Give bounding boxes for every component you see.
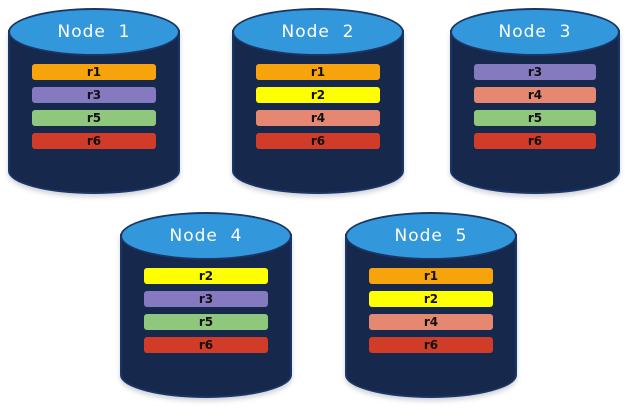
replica-list: r1 r3 r5 r6 — [8, 64, 180, 149]
replica-list: r3 r4 r5 r6 — [450, 64, 620, 149]
replica-bar[interactable]: r5 — [32, 110, 156, 126]
replica-bar[interactable]: r3 — [473, 64, 597, 80]
replica-bar[interactable]: r3 — [32, 87, 156, 103]
cylinder-top-ellipse — [8, 8, 180, 56]
replica-list: r1 r2 r4 r6 — [345, 268, 517, 353]
replica-bar[interactable]: r6 — [32, 133, 156, 149]
replica-bar[interactable]: r2 — [369, 291, 493, 307]
replica-bar[interactable]: r1 — [369, 268, 493, 284]
node-label: Node 5 — [394, 226, 468, 246]
node-cylinder-2[interactable]: Node 2 r1 r2 r4 r6 — [232, 8, 404, 194]
node-label: Node 4 — [169, 226, 243, 246]
node-cylinder-3[interactable]: Node 3 r3 r4 r5 r6 — [450, 8, 620, 194]
cylinder-top-ellipse — [450, 8, 620, 56]
replica-bar[interactable]: r5 — [144, 314, 268, 330]
replica-bar[interactable]: r6 — [256, 133, 380, 149]
node-cylinder-1[interactable]: Node 1 r1 r3 r5 r6 — [8, 8, 180, 194]
node-cylinder-5[interactable]: Node 5 r1 r2 r4 r6 — [345, 212, 517, 398]
replica-bar[interactable]: r4 — [473, 87, 597, 103]
replica-bar[interactable]: r4 — [369, 314, 493, 330]
node-label: Node 1 — [57, 22, 131, 42]
replica-bar[interactable]: r5 — [473, 110, 597, 126]
replica-bar[interactable]: r2 — [256, 87, 380, 103]
replica-bar[interactable]: r6 — [473, 133, 597, 149]
replica-bar[interactable]: r1 — [256, 64, 380, 80]
node-label: Node 2 — [281, 22, 355, 42]
node-label: Node 3 — [498, 22, 572, 42]
node-cylinder-4[interactable]: Node 4 r2 r3 r5 r6 — [120, 212, 292, 398]
replica-bar[interactable]: r6 — [369, 337, 493, 353]
replica-list: r1 r2 r4 r6 — [232, 64, 404, 149]
replica-bar[interactable]: r4 — [256, 110, 380, 126]
replica-list: r2 r3 r5 r6 — [120, 268, 292, 353]
replica-bar[interactable]: r6 — [144, 337, 268, 353]
cylinder-top-ellipse — [345, 212, 517, 260]
replica-bar[interactable]: r2 — [144, 268, 268, 284]
cylinder-top-ellipse — [120, 212, 292, 260]
replica-bar[interactable]: r3 — [144, 291, 268, 307]
cylinder-top-ellipse — [232, 8, 404, 56]
replica-bar[interactable]: r1 — [32, 64, 156, 80]
